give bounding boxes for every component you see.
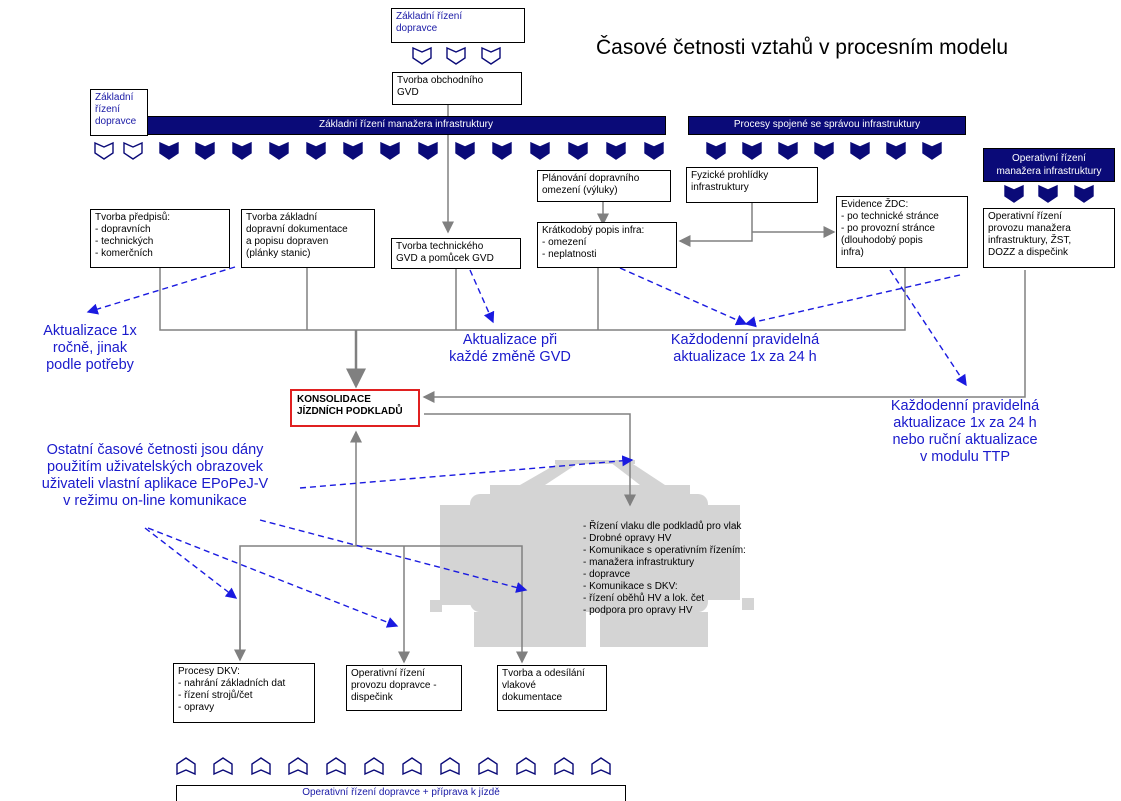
shield-icon	[1038, 184, 1058, 203]
box-operativni-rizeni-provozu-im: Operativní řízení provozu manažera infra…	[983, 208, 1115, 268]
shield-icon	[364, 757, 384, 776]
shield-icon	[343, 141, 363, 160]
shield-icon	[778, 141, 798, 160]
diagram-title: Časové četnosti vztahů v procesním model…	[596, 36, 1009, 59]
shield-icon	[176, 757, 196, 776]
shield-icon	[455, 141, 475, 160]
box-konsolidace: KONSOLIDACE JÍZDNÍCH PODKLADŮ	[290, 389, 420, 427]
shield-icon	[1074, 184, 1094, 203]
box-tvorba-technickeho-gvd: Tvorba technického GVD a pomůcek GVD	[391, 238, 521, 269]
box-planovani-omezeni: Plánování dopravního omezení (výluky)	[537, 170, 671, 202]
annotation-rocne: Aktualizace 1x ročně, jinak podle potřeb…	[43, 323, 137, 373]
shield-icon	[922, 141, 942, 160]
shield-icon	[644, 141, 664, 160]
shield-icon	[213, 757, 233, 776]
bar-operativni-rizeni-dopravce: Operativní řízení dopravce + příprava k …	[176, 785, 626, 801]
box-evidence-zdc: Evidence ŽDC: - po technické stránce - p…	[836, 196, 968, 268]
box-tvorba-obchodniho-gvd: Tvorba obchodního GVD	[392, 72, 522, 105]
shield-icon	[706, 141, 726, 160]
shield-icon	[478, 757, 498, 776]
annotation-kazdodenni: Každodenní pravidelná aktualizace 1x za …	[670, 332, 820, 365]
box-procesy-dkv: Procesy DKV: - nahrání základních dat - …	[173, 663, 315, 723]
shield-icon	[886, 141, 906, 160]
box-zakladni-dokumentace: Tvorba základní dopravní dokumentace a p…	[241, 209, 375, 268]
shield-icon	[481, 46, 501, 65]
shield-icon	[568, 141, 588, 160]
shield-icon	[418, 141, 438, 160]
shield-icon	[554, 757, 574, 776]
train-activities-list: - Řízení vlaku dle podkladů pro vlak - D…	[583, 521, 746, 616]
shield-icon	[492, 141, 512, 160]
shield-icon	[591, 757, 611, 776]
shield-icon	[516, 757, 536, 776]
shield-icon	[251, 757, 271, 776]
box-zakladni-rizeni-dopravce-top: Základní řízení dopravce	[391, 8, 525, 43]
shield-icon	[306, 141, 326, 160]
shield-icon	[94, 141, 114, 160]
bar-operativni-rizeni-im: Operativní řízení manažera infrastruktur…	[983, 148, 1115, 182]
annotation-ttp: Každodenní pravidelná aktualizace 1x za …	[890, 398, 1040, 465]
box-operativni-rizeni-dopravce: Operativní řízení provozu dopravce - dis…	[346, 665, 462, 711]
shield-icon	[440, 757, 460, 776]
shield-icon	[446, 46, 466, 65]
shield-icon	[269, 141, 289, 160]
shield-icon	[195, 141, 215, 160]
shield-icon	[232, 141, 252, 160]
box-kratkodoby-popis: Krátkodobý popis infra: - omezení - nepl…	[537, 222, 677, 268]
box-tvorba-predpisu: Tvorba předpisů: - dopravních - technick…	[90, 209, 230, 268]
shield-icon	[850, 141, 870, 160]
shield-icon	[123, 141, 143, 160]
box-zakladni-rizeni-dopravce-left: Základní řízení dopravce	[90, 89, 148, 136]
shield-icon	[814, 141, 834, 160]
box-fyzicke-prohlidky: Fyzické prohlídky infrastruktury	[686, 167, 818, 203]
shield-icon	[402, 757, 422, 776]
shield-icon	[606, 141, 626, 160]
shield-icon	[288, 757, 308, 776]
bar-procesy-infrastruktury: Procesy spojené se správou infrastruktur…	[688, 116, 966, 135]
shield-icon	[742, 141, 762, 160]
shield-icon	[159, 141, 179, 160]
annotation-ostatni: Ostatní časové četnosti jsou dány použit…	[41, 442, 269, 509]
shield-icon	[530, 141, 550, 160]
box-tvorba-vlakove-dokumentace: Tvorba a odesílání vlakové dokumentace	[497, 665, 607, 711]
shield-icon	[380, 141, 400, 160]
shield-icon	[412, 46, 432, 65]
annotation-zmena-gvd: Aktualizace při každé změně GVD	[449, 332, 571, 365]
shield-icon	[1004, 184, 1024, 203]
shield-icon	[326, 757, 346, 776]
